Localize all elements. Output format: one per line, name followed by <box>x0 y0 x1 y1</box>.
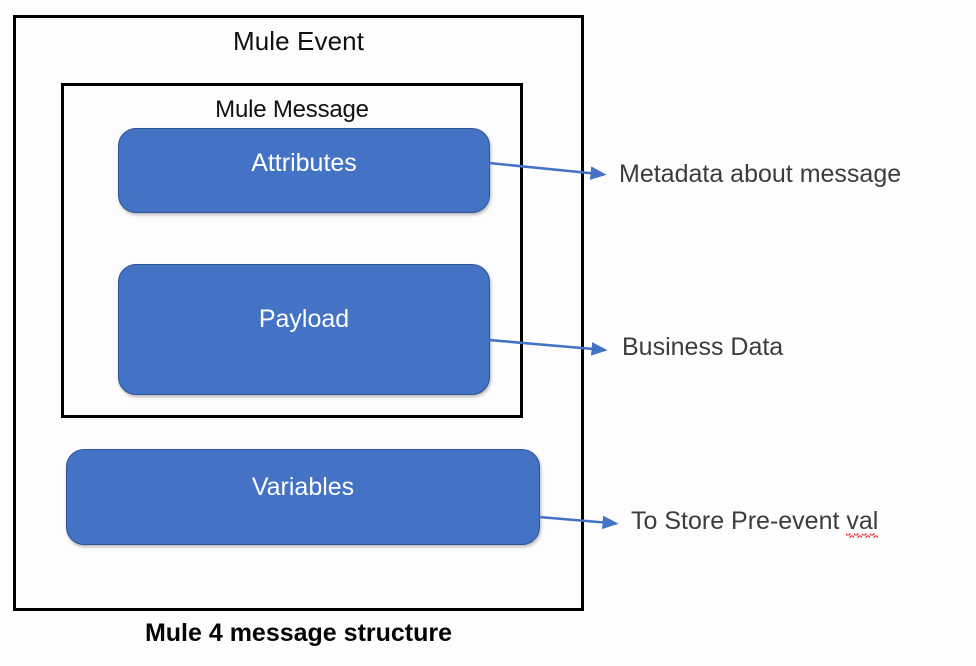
annotation-to-store-pre-event-val: To Store Pre-event val <box>631 507 879 538</box>
attributes-box-label: Attributes <box>251 149 357 177</box>
mule-event-title: Mule Event <box>232 26 365 56</box>
annotation-business-data: Business Data <box>622 333 784 361</box>
annotation-prevent-misspelled-word: val <box>846 507 879 538</box>
attributes-box: Attributes <box>118 128 490 213</box>
variables-box: Variables <box>66 449 540 545</box>
payload-box: Payload <box>118 264 490 395</box>
annotation-metadata-about-message: Metadata about message <box>619 160 902 188</box>
mule-message-title: Mule Message <box>215 96 369 123</box>
payload-box-label: Payload <box>258 305 350 333</box>
variables-box-label: Variables <box>251 473 355 501</box>
annotation-prevent-text: To Store Pre-event <box>631 507 847 535</box>
diagram-caption: Mule 4 message structure <box>144 619 453 647</box>
mule-event-container <box>13 15 584 611</box>
mule-message-container <box>61 83 523 418</box>
